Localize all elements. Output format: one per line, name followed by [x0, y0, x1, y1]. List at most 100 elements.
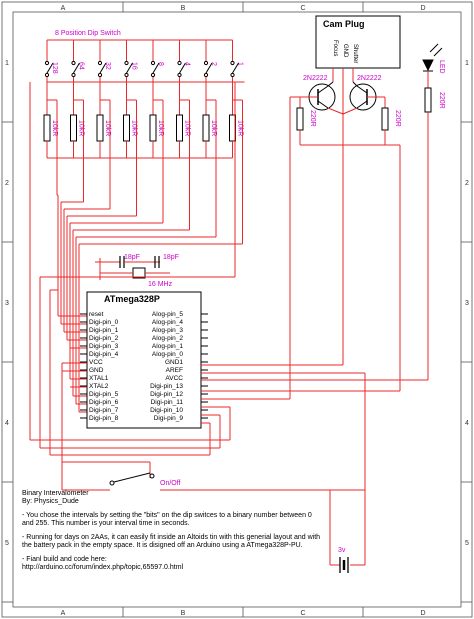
chip-pin-label-left: Digi-pin_7 [89, 407, 119, 414]
dip-contact [71, 72, 76, 78]
dip-contact [124, 60, 129, 66]
dip-bit-label: 64 [78, 62, 85, 70]
dip-contact [71, 60, 76, 66]
dip-switch-lever [152, 62, 160, 74]
led-resistor-label: 220R [438, 92, 445, 109]
power-switch-label: On/Off [160, 480, 181, 487]
chip-pins: resetDigi-pin_0Digi-pin_1Digi-pin_2Digi-… [80, 311, 208, 422]
chip-pin-label-right: Digi-pin_11 [151, 399, 184, 406]
transistor-left-label: 2N2222 [303, 75, 328, 82]
battery-label: 3v [338, 547, 346, 554]
pull-resistor [176, 114, 183, 142]
pull-resistor-label: 10kR [131, 120, 138, 136]
row-label-right-3: 3 [465, 300, 469, 307]
pull-resistor [96, 114, 104, 142]
row-label-left-2: 2 [5, 180, 9, 187]
col-label-bottom-d: D [420, 610, 425, 617]
led-label: LED [438, 60, 445, 74]
row-label-left-5: 5 [5, 540, 9, 547]
pull-resistor-label: 10kR [184, 120, 191, 136]
led-symbol [422, 59, 434, 72]
wiring [29, 82, 428, 566]
cam-pin-focus: Focus [332, 40, 338, 56]
col-label-bottom-a: A [61, 610, 66, 617]
chip-pin-label-right: Digi-pin_9 [154, 415, 184, 422]
dip-contact [150, 60, 156, 66]
dip-switch-lever [232, 62, 239, 74]
crystal-circuit [95, 256, 170, 280]
chip-pin-label-right: Digi-pin_10 [150, 407, 183, 414]
dip-contact [203, 60, 209, 66]
row-label-left-1: 1 [5, 60, 9, 67]
col-label-top-b: B [181, 5, 186, 12]
dip-contact [97, 60, 103, 66]
chip-pin-label-left: Digi-pin_1 [89, 327, 119, 334]
cap-right-label: 18pF [163, 254, 179, 261]
pull-resistor-label: 10kR [104, 120, 111, 136]
transistor-stage [296, 68, 389, 146]
pull-resistor-label: 10kR [210, 120, 217, 136]
chip-pin-label-left: reset [89, 311, 104, 318]
dip-bit-label: 8 [157, 62, 164, 66]
row-label-left-4: 4 [5, 420, 9, 427]
battery-symbol [339, 557, 349, 573]
dip-contact [177, 60, 182, 66]
power-switch [109, 472, 155, 486]
dip-contact [177, 72, 182, 78]
chip-pin-label-left: Digi-pin_6 [89, 399, 119, 406]
chip-pin-label-left: Digi-pin_5 [89, 391, 119, 398]
row-label-right-2: 2 [465, 180, 469, 187]
col-label-top-a: A [61, 5, 66, 12]
pull-resistor-label: 10kR [157, 120, 164, 136]
chip-pin-label-right: AREF [166, 367, 183, 374]
dip-bit-label: 1 [237, 62, 244, 66]
transistor-right-label: 2N2222 [357, 75, 382, 82]
cam-plug-body [315, 15, 401, 69]
dip-switch-lever [46, 62, 54, 74]
col-label-bottom-b: B [181, 610, 186, 617]
chip-pin-label-left: Digi-pin_0 [89, 319, 119, 326]
atmega-chip-body [86, 291, 202, 429]
row-label-right-5: 5 [465, 540, 469, 547]
chip-pin-label-right: AVCC [165, 375, 183, 382]
notes-link[interactable]: http://arduino.cc/forum/index.php/topic,… [22, 564, 184, 571]
notes-author: By: Physics_Dude [22, 498, 79, 505]
cam-pin-shutter: Shutter [352, 44, 358, 63]
chip-name: ATmega328P [104, 294, 160, 304]
chip-pin-label-left: XTAL1 [89, 375, 109, 382]
chip-pin-label-left: Digi-pin_2 [89, 335, 119, 342]
chip-pin-label-left: Digi-pin_4 [89, 351, 119, 358]
transistor-left-resistor-label: 220R [309, 110, 316, 127]
transistor-left-resistor [296, 107, 304, 131]
cam-pin-gnd: GND [342, 44, 348, 58]
chip-pin-label-left: XTAL2 [89, 383, 109, 390]
led-circuit [422, 43, 443, 380]
dip-contact [44, 60, 50, 66]
dip-switch-block: 12810kR6410kR3210kR1610kR810kR410kR210kR… [43, 39, 245, 413]
dip-contact [97, 72, 103, 78]
dip-switch-lever [179, 62, 186, 74]
dip-contact [230, 72, 235, 78]
chip-pin-label-right: Alog-pin_4 [152, 319, 183, 326]
led-resistor [424, 87, 432, 113]
crystal-freq-label: 16 MHz [148, 281, 173, 288]
dip-contact [44, 72, 50, 78]
dip-bit-label: 32 [104, 62, 111, 70]
chip-pin-label-right: Alog-pin_3 [152, 327, 183, 334]
row-label-left-3: 3 [5, 300, 9, 307]
pull-resistor-label: 10kR [78, 120, 85, 136]
dip-bit-label: 4 [184, 62, 191, 66]
chip-pin-label-right: Alog-pin_5 [152, 311, 183, 318]
dip-contact [124, 72, 129, 78]
row-label-right-4: 4 [465, 420, 469, 427]
transistor-right-resistor-label: 220R [394, 110, 401, 127]
chip-pin-label-right: Alog-pin_0 [152, 351, 183, 358]
transistor-right-resistor [381, 107, 389, 131]
pull-resistor [149, 114, 157, 142]
chip-pin-label-right: Alog-pin_2 [152, 335, 183, 342]
notes-paragraph-3: - Fianl build and code here:http://ardui… [22, 556, 184, 571]
col-label-top-c: C [300, 5, 305, 12]
